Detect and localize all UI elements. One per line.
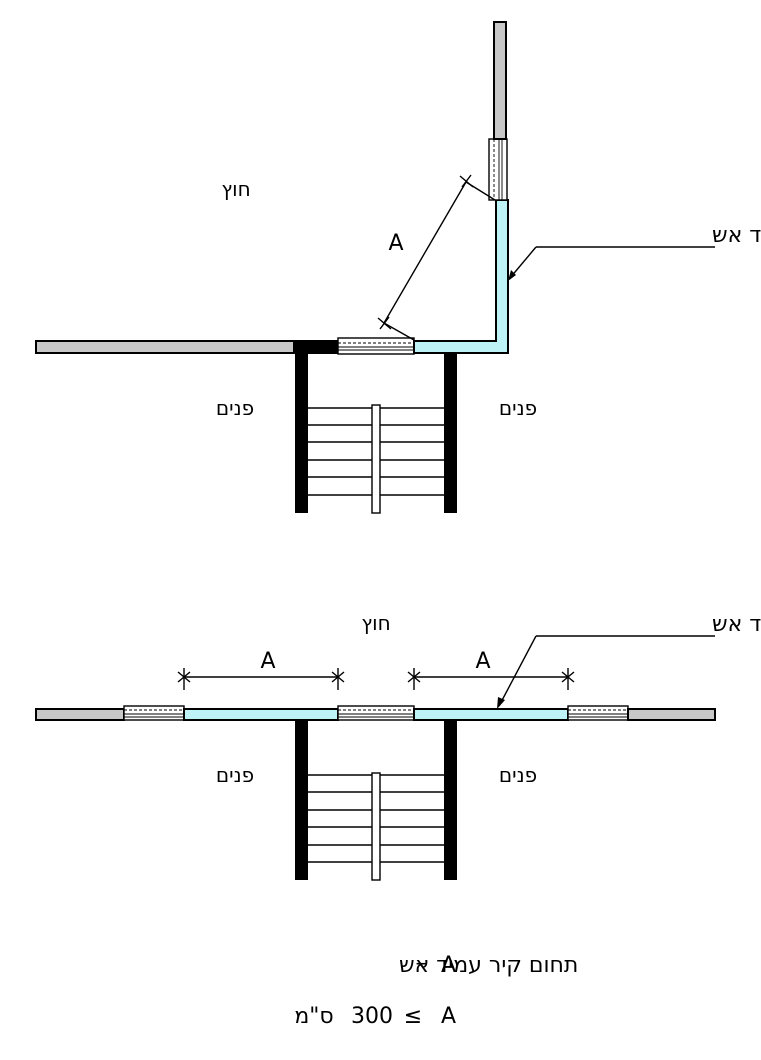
top-stair-treads: [308, 407, 444, 496]
legend-line2-value: 300: [351, 1004, 393, 1029]
legend: A – תחום קיר עמיד אש A ≤ 300 ס"מ: [294, 951, 578, 1029]
bottom-right-grey-wall: [627, 708, 716, 721]
bottom-outside-label: חוץ: [361, 611, 390, 635]
top-dimension-a: [377, 174, 496, 341]
bottom-dimension-right: [407, 668, 575, 690]
top-horizontal-window: [337, 337, 415, 355]
bottom-diagram: A A אלמנט עמיד אש חוץ פנים פנים: [35, 611, 761, 881]
top-dimension-label: A: [388, 231, 403, 256]
legend-line2-op: ≤: [404, 1004, 422, 1029]
bottom-fire-element-label: אלמנט עמיד אש: [712, 612, 761, 637]
legend-line1-dash: –: [416, 951, 427, 976]
top-vertical-grey-wall: [493, 21, 507, 140]
bottom-window-2: [337, 705, 415, 721]
bottom-fire-wall-right: [413, 708, 569, 721]
legend-line2-var: A: [441, 1004, 456, 1029]
legend-line2-unit: ס"מ: [294, 1004, 333, 1029]
top-vertical-window: [488, 138, 508, 201]
bottom-dimension-left: [177, 668, 345, 690]
bottom-dimension-right-label: A: [475, 649, 490, 674]
legend-line1-text: תחום קיר עמיד אש: [399, 953, 578, 978]
bottom-window-1: [123, 705, 185, 721]
top-diagram: A אלמנט עמיד אש חוץ פנים פנים: [35, 21, 761, 514]
top-inside-right-label: פנים: [499, 396, 537, 420]
bottom-fire-wall-left: [183, 708, 339, 721]
top-left-grey-wall: [35, 340, 295, 354]
top-fire-label-leader: [508, 246, 715, 281]
top-fire-resistant-wall: [413, 199, 509, 354]
bottom-left-grey-wall: [35, 708, 125, 721]
bottom-stair-center-divider: [371, 772, 381, 881]
top-black-wall-segment: [294, 340, 338, 354]
top-inside-left-label: פנים: [216, 396, 254, 420]
bottom-fire-label-leader: [497, 635, 715, 709]
top-stair-wall-right: [444, 353, 457, 513]
bottom-stair-wall-right: [444, 720, 457, 880]
top-fire-element-label: אלמנט עמיד אש: [712, 223, 761, 248]
bottom-stair-wall-left: [295, 720, 308, 880]
top-stair-center-divider: [371, 404, 381, 514]
top-outside-label: חוץ: [221, 177, 250, 201]
bottom-window-3: [567, 705, 629, 721]
bottom-inside-left-label: פנים: [216, 763, 254, 787]
top-stair-wall-left: [295, 353, 308, 513]
legend-line1-var: A: [441, 953, 456, 978]
bottom-dimension-left-label: A: [260, 649, 275, 674]
bottom-inside-right-label: פנים: [499, 763, 537, 787]
bottom-stair-treads: [308, 774, 444, 863]
